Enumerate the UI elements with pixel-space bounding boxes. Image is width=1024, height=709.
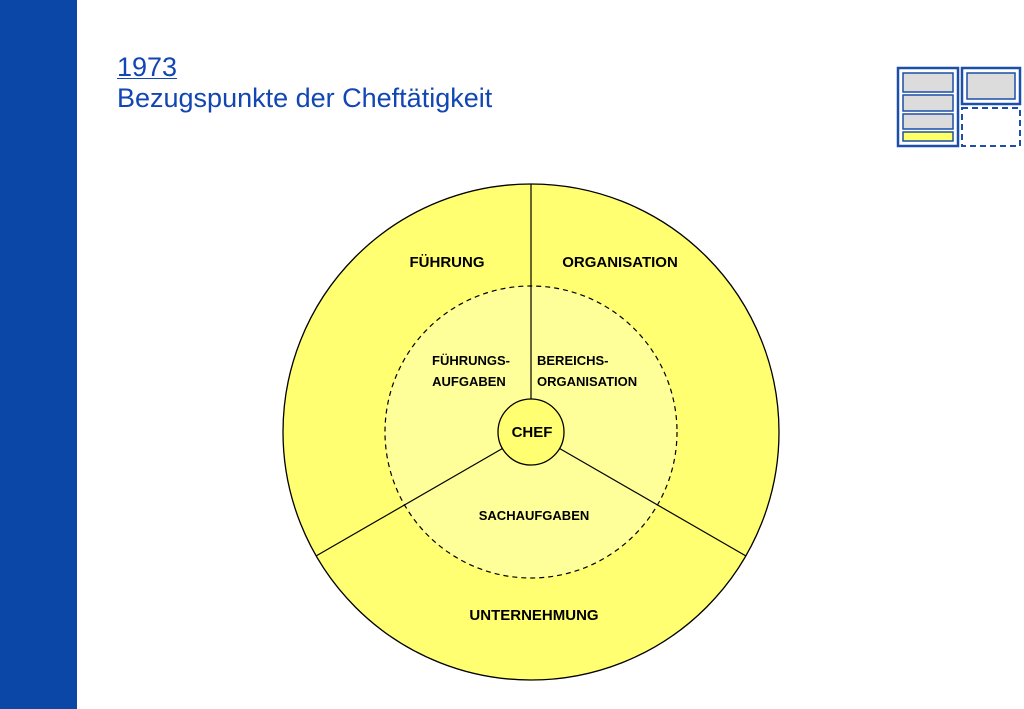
layout-logo-icon [896, 66, 1022, 148]
logo-block-3 [902, 113, 954, 130]
divider-bottom-right [556, 446, 747, 557]
logo-block-2 [902, 94, 954, 112]
chef-circle-diagram: FÜHRUNG ORGANISATION UNTERNEHMUNG FÜHRUN… [282, 183, 780, 681]
logo-block-1 [902, 72, 954, 93]
label-unternehmung: UNTERNEHMUNG [469, 607, 598, 624]
label-sachaufgaben: SACHAUFGABEN [479, 508, 590, 523]
divider-bottom-left [315, 446, 506, 557]
label-chef: CHEF [512, 424, 553, 441]
logo-dashed-placeholder [961, 107, 1021, 147]
label-fuehrung: FÜHRUNG [410, 254, 485, 271]
label-fuehrungs: FÜHRUNGS- [432, 353, 510, 368]
label-aufgaben: AUFGABEN [432, 374, 506, 389]
label-bereichs: BEREICHS- [537, 353, 609, 368]
slide-title-block: 1973 Bezugspunkte der Cheftätigkeit [117, 52, 492, 114]
left-sidebar-bar [0, 0, 77, 709]
slide-title: Bezugspunkte der Cheftätigkeit [117, 83, 493, 113]
logo-block-yellow [902, 131, 954, 142]
center-circle [497, 398, 565, 466]
label-organisation: ORGANISATION [562, 254, 678, 271]
slide-year: 1973 [117, 52, 178, 82]
logo-right-block [966, 72, 1016, 100]
label-bereichsorganisation: ORGANISATION [537, 374, 637, 389]
